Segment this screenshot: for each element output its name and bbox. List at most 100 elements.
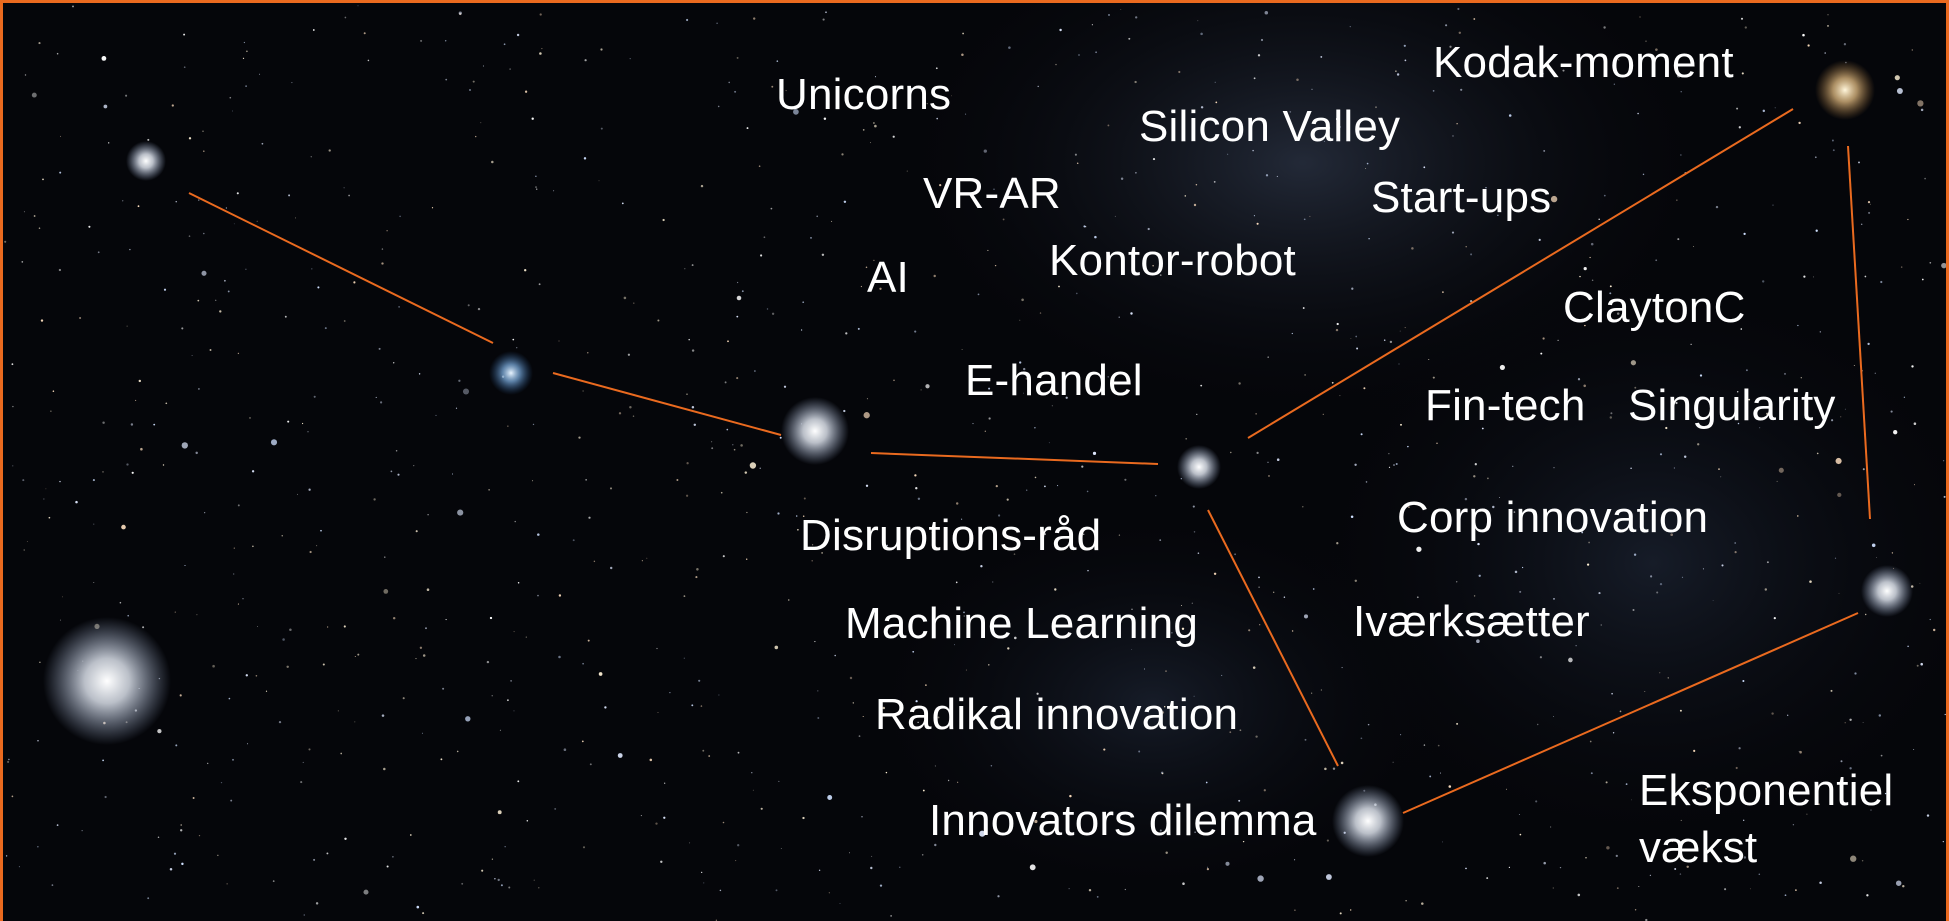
background-star xyxy=(1469,299,1473,303)
background-star xyxy=(736,315,739,318)
background-star xyxy=(760,807,763,810)
background-star xyxy=(1717,301,1718,303)
term-e-handel: E-handel xyxy=(965,356,1143,405)
background-star xyxy=(1165,851,1168,855)
background-star xyxy=(1013,553,1016,555)
background-star xyxy=(1199,254,1202,257)
background-star xyxy=(1120,8,1122,10)
background-star xyxy=(1880,280,1883,284)
background-star xyxy=(516,33,520,37)
background-star xyxy=(587,639,590,642)
background-star xyxy=(1697,443,1700,446)
background-star xyxy=(1416,546,1422,552)
background-star xyxy=(1283,596,1286,598)
background-star xyxy=(1715,205,1719,209)
background-star xyxy=(689,842,691,844)
constellation-line xyxy=(1402,612,1859,814)
background-star xyxy=(311,268,313,270)
background-star xyxy=(1135,171,1137,174)
background-star xyxy=(40,319,44,322)
background-star xyxy=(294,217,296,219)
background-star xyxy=(1399,330,1401,332)
background-star xyxy=(1253,215,1255,217)
background-star xyxy=(1059,28,1062,32)
background-star xyxy=(629,406,632,409)
background-star xyxy=(1609,292,1612,295)
background-star xyxy=(749,462,757,469)
background-star xyxy=(138,379,141,383)
background-star xyxy=(1350,515,1354,519)
background-star xyxy=(1103,748,1106,751)
background-star xyxy=(1667,677,1669,679)
background-star xyxy=(1870,809,1872,811)
background-star xyxy=(1395,70,1397,72)
background-star xyxy=(873,259,875,262)
background-star xyxy=(324,327,327,330)
background-star xyxy=(766,308,769,310)
background-star xyxy=(957,781,959,783)
background-star xyxy=(1057,485,1059,487)
background-star xyxy=(1200,106,1204,109)
background-star xyxy=(261,142,264,145)
background-star xyxy=(1086,490,1089,493)
background-star xyxy=(1034,476,1037,479)
background-star xyxy=(800,329,803,331)
background-star xyxy=(988,664,990,666)
background-star xyxy=(1656,591,1659,594)
term-vr-ar: VR-AR xyxy=(923,169,1061,218)
background-star xyxy=(1456,123,1458,125)
background-star xyxy=(1902,885,1905,888)
background-star xyxy=(1864,275,1867,278)
background-star xyxy=(1519,590,1522,593)
background-star xyxy=(209,349,212,351)
background-star xyxy=(860,285,863,288)
background-star xyxy=(1464,497,1468,501)
background-star xyxy=(303,914,305,916)
background-star xyxy=(1549,826,1552,828)
background-star xyxy=(291,82,293,84)
background-star xyxy=(936,117,938,120)
background-star xyxy=(660,860,663,864)
background-star xyxy=(163,288,167,291)
background-star xyxy=(1230,451,1232,454)
background-star xyxy=(409,834,412,836)
background-star xyxy=(204,512,206,514)
background-star xyxy=(532,423,535,426)
background-star xyxy=(1676,199,1678,201)
background-star xyxy=(421,732,423,734)
background-star xyxy=(1659,453,1663,456)
background-star xyxy=(1891,552,1894,554)
background-star xyxy=(533,879,535,881)
background-star xyxy=(1637,112,1639,115)
background-star xyxy=(1543,149,1546,152)
background-star xyxy=(1296,78,1299,82)
background-star xyxy=(1026,489,1028,491)
background-star xyxy=(384,556,386,558)
background-star xyxy=(1665,426,1668,430)
background-star xyxy=(1680,91,1682,93)
background-star xyxy=(1161,711,1165,714)
background-star xyxy=(686,462,689,465)
background-star xyxy=(383,589,389,594)
background-star xyxy=(691,704,694,707)
background-star xyxy=(1618,59,1620,61)
background-star xyxy=(987,249,989,251)
star-center xyxy=(1177,445,1221,489)
background-star xyxy=(1819,331,1821,333)
background-star xyxy=(256,626,258,628)
background-star xyxy=(386,865,389,868)
background-star xyxy=(531,117,534,120)
background-star xyxy=(691,405,695,409)
background-star xyxy=(719,889,722,892)
background-star xyxy=(1124,478,1127,481)
background-star xyxy=(1895,880,1902,886)
background-star xyxy=(38,227,41,229)
background-star xyxy=(1634,386,1637,389)
background-star xyxy=(1039,312,1042,314)
background-star xyxy=(59,480,61,483)
background-star xyxy=(817,717,820,719)
background-star xyxy=(892,135,895,138)
background-star xyxy=(1365,168,1367,169)
background-star xyxy=(1124,888,1126,891)
background-star xyxy=(227,290,230,293)
